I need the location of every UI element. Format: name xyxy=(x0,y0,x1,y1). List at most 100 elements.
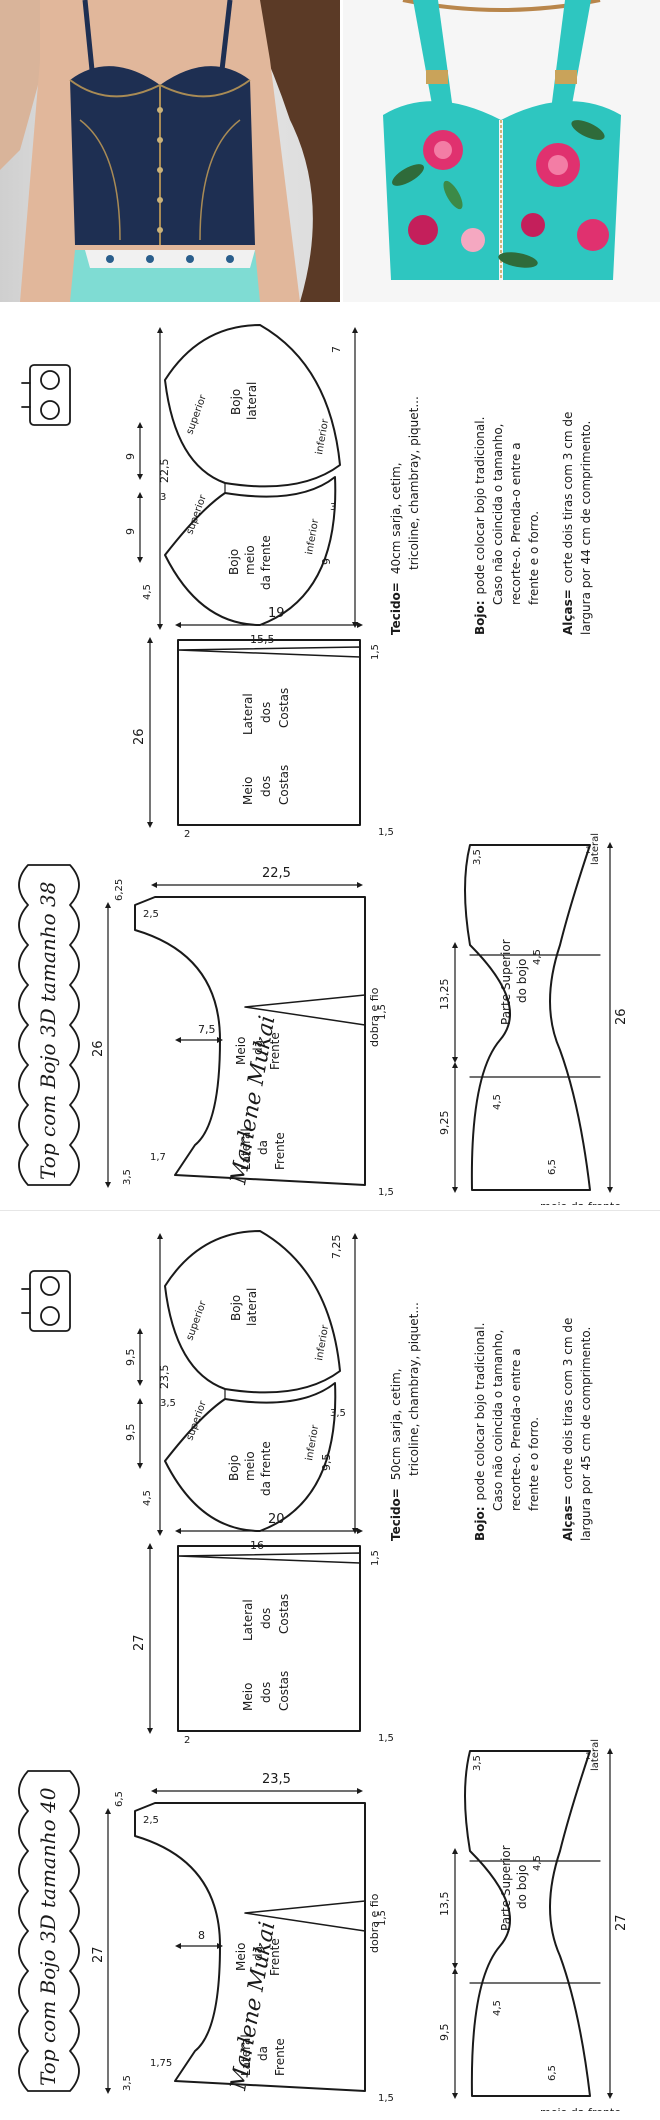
front-bot-label: 3,5 xyxy=(122,1169,133,1185)
svg-text:frente e o forro.: frente e o forro. xyxy=(527,511,541,605)
fabric-notes: Tecido=40cm sarja, cetim, tricoline, cha… xyxy=(389,396,421,635)
svg-text:dos: dos xyxy=(259,1682,273,1703)
cups-e-label: 4,5 xyxy=(142,584,153,600)
cups-b-label: 3 xyxy=(160,492,166,503)
svg-text:Meio: Meio xyxy=(234,1037,248,1065)
cup-notes: Bojo:pode colocar bojo tradicional. Caso… xyxy=(473,417,541,635)
cups-b-label: 3,5 xyxy=(160,1398,176,1409)
cups-a-label: 9 xyxy=(124,453,137,460)
svg-text:do bojo: do bojo xyxy=(515,959,529,1003)
svg-text:lateral: lateral xyxy=(245,382,259,420)
strap-notes: Alças=corte dois tiras com 3 cm de largu… xyxy=(561,412,593,635)
svg-text:Frente: Frente xyxy=(268,1032,282,1070)
cups-total-label: 23,5 xyxy=(158,1365,171,1390)
svg-text:Frente: Frente xyxy=(273,1132,287,1170)
cups-sup-label-1: superior xyxy=(184,1299,209,1342)
back-meio-label: Meio dos Costas xyxy=(241,1671,291,1711)
cups-e-label: 4,5 xyxy=(142,1490,153,1506)
cups-f-label: 9 xyxy=(320,558,333,565)
svg-text:da frente: da frente xyxy=(259,535,273,590)
front-mid-label: 8 xyxy=(198,1929,205,1942)
front-mid-label: 7,5 xyxy=(198,1023,216,1036)
band-c-label: 6,5 xyxy=(547,1159,558,1175)
back-pattern-piece xyxy=(147,1528,363,1734)
band-pattern-piece xyxy=(452,1748,613,2099)
back-lateral-label: Lateral dos Costas xyxy=(241,1594,291,1641)
title-banner xyxy=(18,864,80,1186)
svg-text:Lateral: Lateral xyxy=(241,1599,255,1641)
cups-inf-label-2: inferior xyxy=(304,1423,321,1461)
svg-text:Parte Superior: Parte Superior xyxy=(499,1845,513,1931)
band-lateral-label: lateral xyxy=(590,1739,601,1771)
svg-text:Alças=corte dois tiras com 3 c: Alças=corte dois tiras com 3 cm de xyxy=(561,412,575,635)
svg-text:largura por 44 cm de comprimen: largura por 44 cm de comprimento. xyxy=(579,421,593,635)
back-side-label: 1,5 xyxy=(378,1733,394,1744)
back-corner-label: 2 xyxy=(184,829,190,840)
svg-text:Meio: Meio xyxy=(241,777,255,805)
svg-text:lateral: lateral xyxy=(245,1288,259,1326)
band-width-label: 26 xyxy=(614,1008,629,1025)
sheet-title: Top com Bojo 3D tamanho 38 xyxy=(36,882,60,1180)
band-parte-label: Parte Superior do bojo xyxy=(499,939,529,1025)
sheet-title: Top com Bojo 3D tamanho 40 xyxy=(36,1787,60,2086)
cups-g-label: 16 xyxy=(250,1539,264,1552)
front-topw-label: 6,25 xyxy=(114,879,125,901)
band-meio-label: meio da frente xyxy=(540,2106,621,2111)
svg-text:dos: dos xyxy=(259,776,273,797)
back-height-label: 27 xyxy=(132,1634,147,1651)
front-meio-label: Meio da Frente xyxy=(234,1938,282,1976)
svg-text:Bojo: Bojo xyxy=(227,1455,241,1481)
cups-sup-label-1: superior xyxy=(184,393,209,436)
band-b-label: 4,5 xyxy=(532,1855,543,1871)
band-parte-label: Parte Superior do bojo xyxy=(499,1845,529,1931)
back-dart-label: 1,5 xyxy=(370,1550,381,1566)
band-pattern-piece xyxy=(452,842,613,1193)
front-dart-label: 1,5 xyxy=(377,1004,388,1020)
band-h1-label: 9,5 xyxy=(438,2024,451,2042)
front-lateral-label: Lateral da Frente xyxy=(239,2034,287,2076)
cup-lateral-label: Bojo lateral xyxy=(229,1288,259,1326)
svg-text:Alças=corte dois tiras com 3 c: Alças=corte dois tiras com 3 cm de xyxy=(561,1318,575,1541)
front-pattern-piece xyxy=(105,882,366,1188)
svg-text:da: da xyxy=(256,2046,270,2061)
pattern-sheet-svg: Top com Bojo 3D tamanho 40 Marlene Mukai… xyxy=(18,1230,629,2111)
pattern-sheet-svg: Top com Bojo 3D tamanho 38 Marlene Mukai… xyxy=(18,324,629,1205)
cups-inf-label-1: inferior xyxy=(314,417,331,455)
band-a-label: 4,5 xyxy=(492,1094,503,1110)
cup-pattern-pieces xyxy=(137,324,358,630)
back-meio-label: Meio dos Costas xyxy=(241,765,291,805)
svg-text:recorte-o. Prenda-o entre a: recorte-o. Prenda-o entre a xyxy=(509,1348,523,1511)
cup-meio-label: Bojo meio da frente xyxy=(227,1441,273,1496)
front-hem-label: 1,5 xyxy=(378,2093,394,2104)
back-dart-label: 1,5 xyxy=(370,644,381,660)
band-width-label: 27 xyxy=(614,1914,629,1931)
band-meio-label: meio da frente xyxy=(540,1200,621,1205)
cups-inf-label-1: inferior xyxy=(314,1323,331,1361)
svg-text:da frente: da frente xyxy=(259,1441,273,1496)
svg-text:Costas: Costas xyxy=(277,765,291,805)
svg-text:recorte-o. Prenda-o entre a: recorte-o. Prenda-o entre a xyxy=(509,442,523,605)
cups-sup-label-2: superior xyxy=(184,1399,209,1442)
front-toph-label: 2,5 xyxy=(143,1815,159,1826)
band-b-label: 4,5 xyxy=(532,949,543,965)
pattern-sheet-size-38: Top com Bojo 3D tamanho 38 Marlene Mukai… xyxy=(0,305,660,1205)
cup-meio-label: Bojo meio da frente xyxy=(227,535,273,590)
svg-text:Bojo:pode colocar bojo tradici: Bojo:pode colocar bojo tradicional. xyxy=(473,1323,487,1541)
band-c-label: 6,5 xyxy=(547,2065,558,2081)
back-width-label: 19 xyxy=(268,606,285,621)
svg-text:Tecido=40cm sarja, cetim,: Tecido=40cm sarja, cetim, xyxy=(389,462,403,635)
cup-notes: Bojo:pode colocar bojo tradicional. Caso… xyxy=(473,1323,541,1541)
svg-text:tricoline, chambray, piquet...: tricoline, chambray, piquet... xyxy=(407,396,421,570)
photo-floral-top xyxy=(343,0,660,302)
svg-text:do bojo: do bojo xyxy=(515,1865,529,1909)
front-width-label: 22,5 xyxy=(262,866,291,881)
svg-text:Costas: Costas xyxy=(277,688,291,728)
top-icon xyxy=(21,1270,71,1332)
svg-text:Frente: Frente xyxy=(273,2038,287,2076)
svg-text:Caso não coincida o tamanho,: Caso não coincida o tamanho, xyxy=(491,1330,505,1511)
cups-total-label: 22,5 xyxy=(158,459,171,484)
front-height-label: 26 xyxy=(91,1040,106,1057)
svg-text:Bojo: Bojo xyxy=(227,549,241,575)
svg-text:Bojo: Bojo xyxy=(229,389,243,415)
svg-text:Costas: Costas xyxy=(277,1671,291,1711)
